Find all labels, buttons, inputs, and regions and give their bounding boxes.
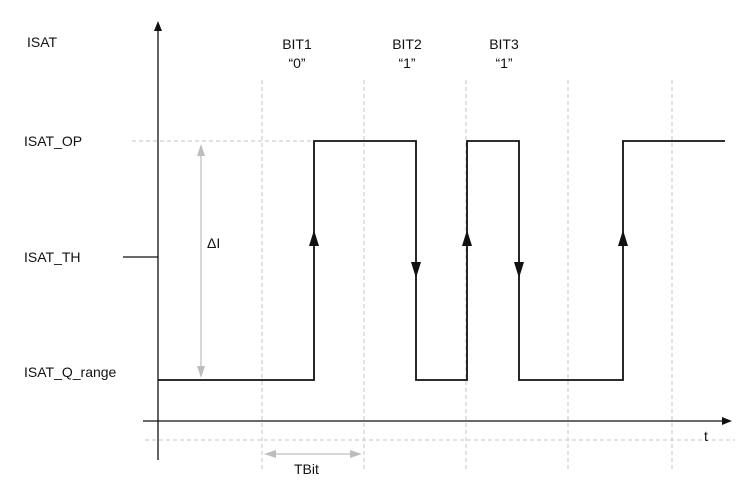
- bit1-name-label: BIT1: [282, 36, 312, 52]
- bit-boundary-guides: [261, 80, 673, 470]
- falling-edge-arrow: [411, 262, 421, 278]
- rising-edge-arrow: [462, 230, 472, 246]
- rising-edge-arrow: [618, 230, 628, 246]
- y-axis-label: ISAT: [27, 34, 58, 50]
- bit2-value-label: “1”: [398, 55, 415, 71]
- bit2-name-label: BIT2: [392, 36, 422, 52]
- tbit-label: TBit: [294, 461, 319, 477]
- rising-edge-arrow: [309, 230, 319, 246]
- x-axis-label: t: [704, 428, 708, 444]
- isat-op-label: ISAT_OP: [24, 133, 82, 149]
- edge-direction-arrows: [309, 230, 628, 278]
- bit3-value-label: “1”: [495, 55, 512, 71]
- isat-signal-waveform: [158, 140, 725, 381]
- delta-i-label: ΔI: [207, 235, 220, 251]
- bit1-value-label: “0”: [288, 55, 305, 71]
- isat-th-label: ISAT_TH: [24, 249, 81, 265]
- isat-q-range-label: ISAT_Q_range: [24, 364, 117, 380]
- bit3-name-label: BIT3: [489, 36, 519, 52]
- falling-edge-arrow: [514, 262, 524, 278]
